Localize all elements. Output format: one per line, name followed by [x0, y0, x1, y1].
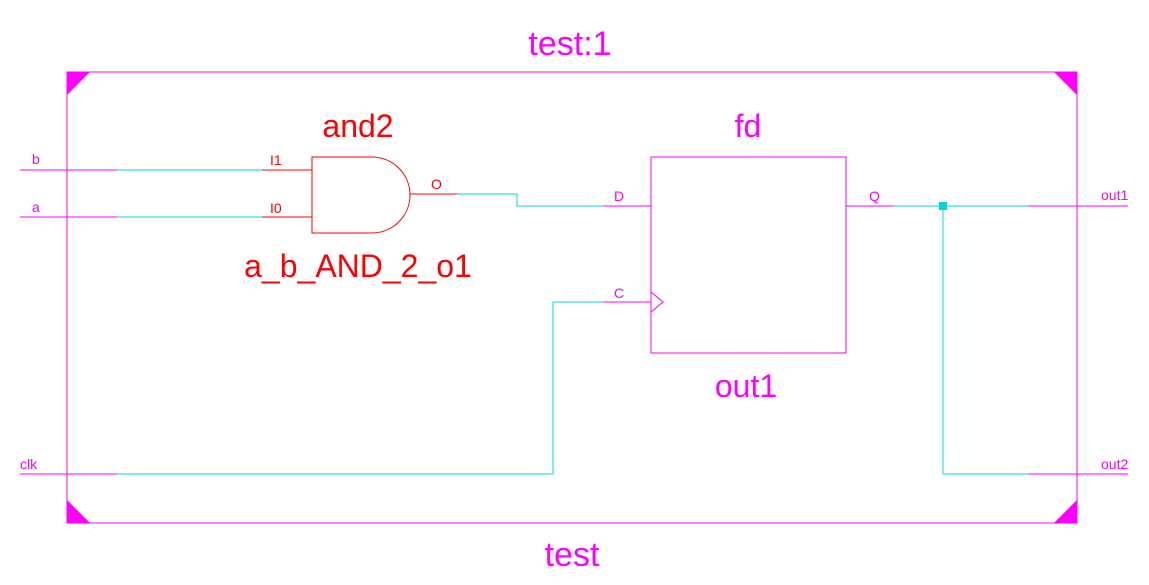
top-module-label: test [545, 536, 600, 574]
corner-marker-top-right [1054, 72, 1077, 95]
flipflop-type-label: fd [735, 108, 762, 144]
output-port-out1: out1 [1101, 187, 1128, 203]
net-clk [117, 301, 603, 475]
input-port-clk: clk [20, 456, 38, 472]
corner-marker-top-left [67, 72, 90, 95]
flipflop-body [650, 156, 847, 354]
flipflop-instance-label: out1 [715, 368, 777, 404]
corner-marker-bottom-left [67, 500, 90, 523]
and-gate-pin-o-label: O [431, 176, 442, 192]
input-port-a: a [32, 199, 40, 215]
and-gate-instance-label: a_b_AND_2_o1 [244, 248, 472, 284]
input-port-b: b [32, 151, 40, 167]
flipflop-pin-c-label: C [614, 285, 624, 301]
corner-marker-bottom-right [1054, 500, 1077, 523]
and-gate-pin-i0-label: I0 [270, 200, 282, 216]
junction-dot [939, 202, 947, 210]
net-and-out-to-d [457, 193, 603, 207]
flipflop-pin-d-label: D [614, 188, 624, 204]
clock-triangle-icon [650, 291, 664, 313]
output-port-out2: out2 [1101, 456, 1128, 472]
and-gate-type-label: and2 [322, 108, 393, 144]
net-q-out2 [942, 206, 1028, 475]
and-gate-body [311, 156, 411, 234]
module-border [66, 71, 1078, 524]
top-instance-label: test:1 [528, 25, 611, 63]
and-gate-pin-i1-label: I1 [270, 152, 282, 168]
flipflop-pin-q-label: Q [869, 188, 880, 204]
